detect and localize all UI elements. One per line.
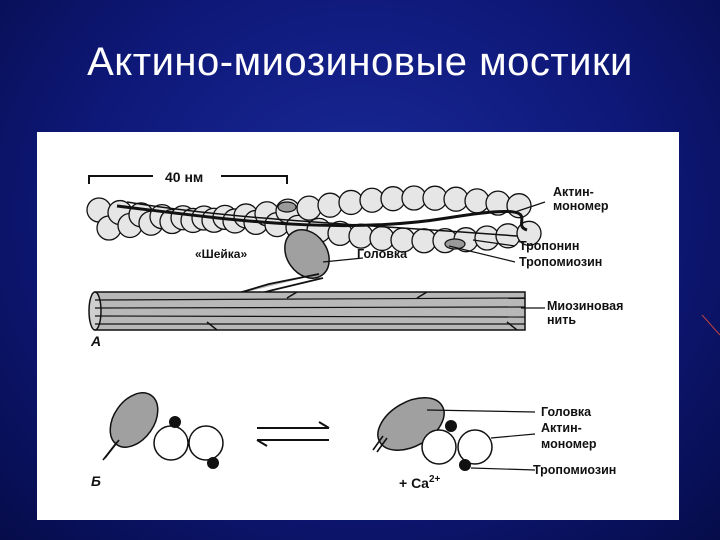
tropomyosin-dot [445,420,457,432]
actin-bead [474,225,500,251]
myosin-head [109,392,159,448]
troponin-blob [277,201,297,213]
label-myosin-1: Миозиновая [547,299,623,313]
tropomyosin-dot [169,416,181,428]
tropomyosin-dot [207,457,219,469]
label-head: Головка [357,247,408,261]
label-troponin: Тропонин [519,239,579,253]
label-neck: «Шейка» [195,247,247,261]
panel-b-right-state [372,397,493,471]
label-b-actin-1: Актин- [541,421,582,435]
actomyosin-diagram: 40 нм Актин [86,169,623,491]
label-b-tropomyosin: Тропомиозин [533,463,616,477]
tropomyosin-strand [116,204,528,232]
panel-a-leaders [322,201,546,309]
actin-bead [359,187,385,213]
label-tropomyosin: Тропомиозин [519,255,602,269]
label-actin-monomer-2: мономер [553,199,609,213]
actin-bead [317,192,343,218]
actin-monomer [457,429,493,465]
actin-monomer [153,425,189,461]
actin-monomer [421,429,457,465]
actin-bead [443,186,469,212]
myosin-head [284,229,330,279]
label-calcium: + Ca2+ [399,474,441,491]
actin-bead [338,189,364,216]
panel-b-letter: Б [91,473,101,489]
figure-panel: 40 нм Актин [37,132,679,520]
label-actin-monomer-1: Актин- [553,185,594,199]
actin-bead [348,223,374,249]
label-b-head: Головка [541,405,592,419]
scale-label: 40 нм [165,169,203,185]
tropomyosin-dot [459,459,471,471]
slide-title: Актино-миозиновые мостики [87,40,633,84]
panel-b-left-state [102,392,224,469]
label-myosin-2: нить [547,313,576,327]
equilibrium-arrows [256,421,330,447]
label-b-actin-2: мономер [541,437,597,451]
actin-monomer [188,425,224,461]
decorative-corner-line [701,314,720,336]
actin-bead [464,188,490,214]
myosin-filament [88,291,526,331]
panel-b-leaders [426,409,536,471]
panel-a-letter: А [90,333,101,349]
actin-bead [296,195,322,221]
scale-bar [88,175,288,184]
